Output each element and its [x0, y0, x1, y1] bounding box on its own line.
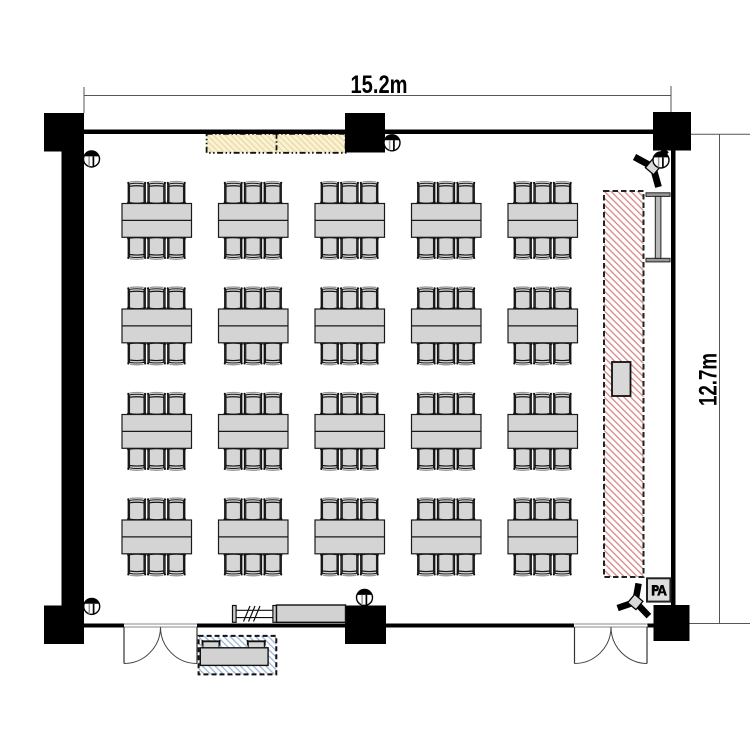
- svg-text:12.7m: 12.7m: [695, 353, 723, 406]
- svg-text:15.2m: 15.2m: [351, 71, 408, 99]
